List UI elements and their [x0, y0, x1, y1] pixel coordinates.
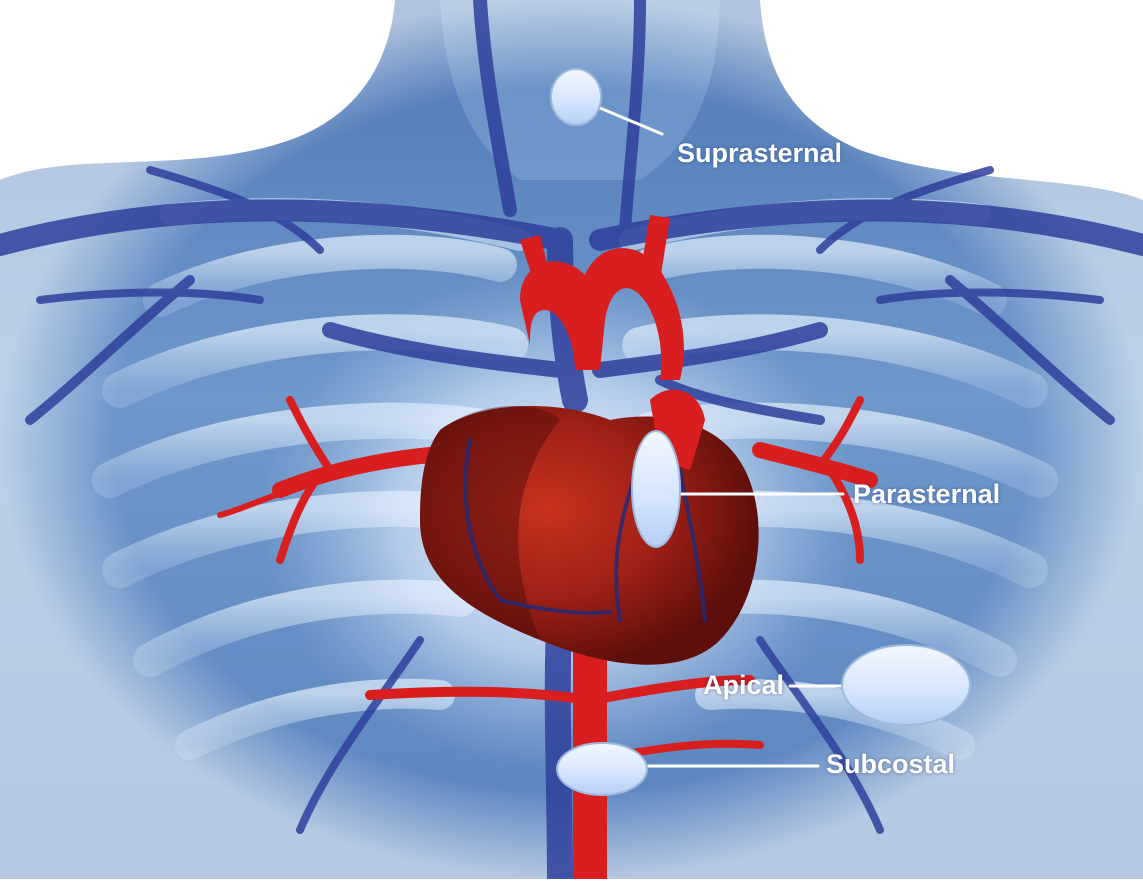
apical-marker	[842, 645, 970, 725]
parasternal-label: Parasternal	[853, 481, 1000, 508]
suprasternal-label: Suprasternal	[677, 140, 842, 167]
subcostal-marker	[557, 743, 647, 795]
subcostal-label: Subcostal	[826, 751, 955, 778]
parasternal-marker	[632, 431, 680, 547]
suprasternal-marker	[551, 69, 601, 125]
apical-label: Apical	[703, 672, 784, 699]
